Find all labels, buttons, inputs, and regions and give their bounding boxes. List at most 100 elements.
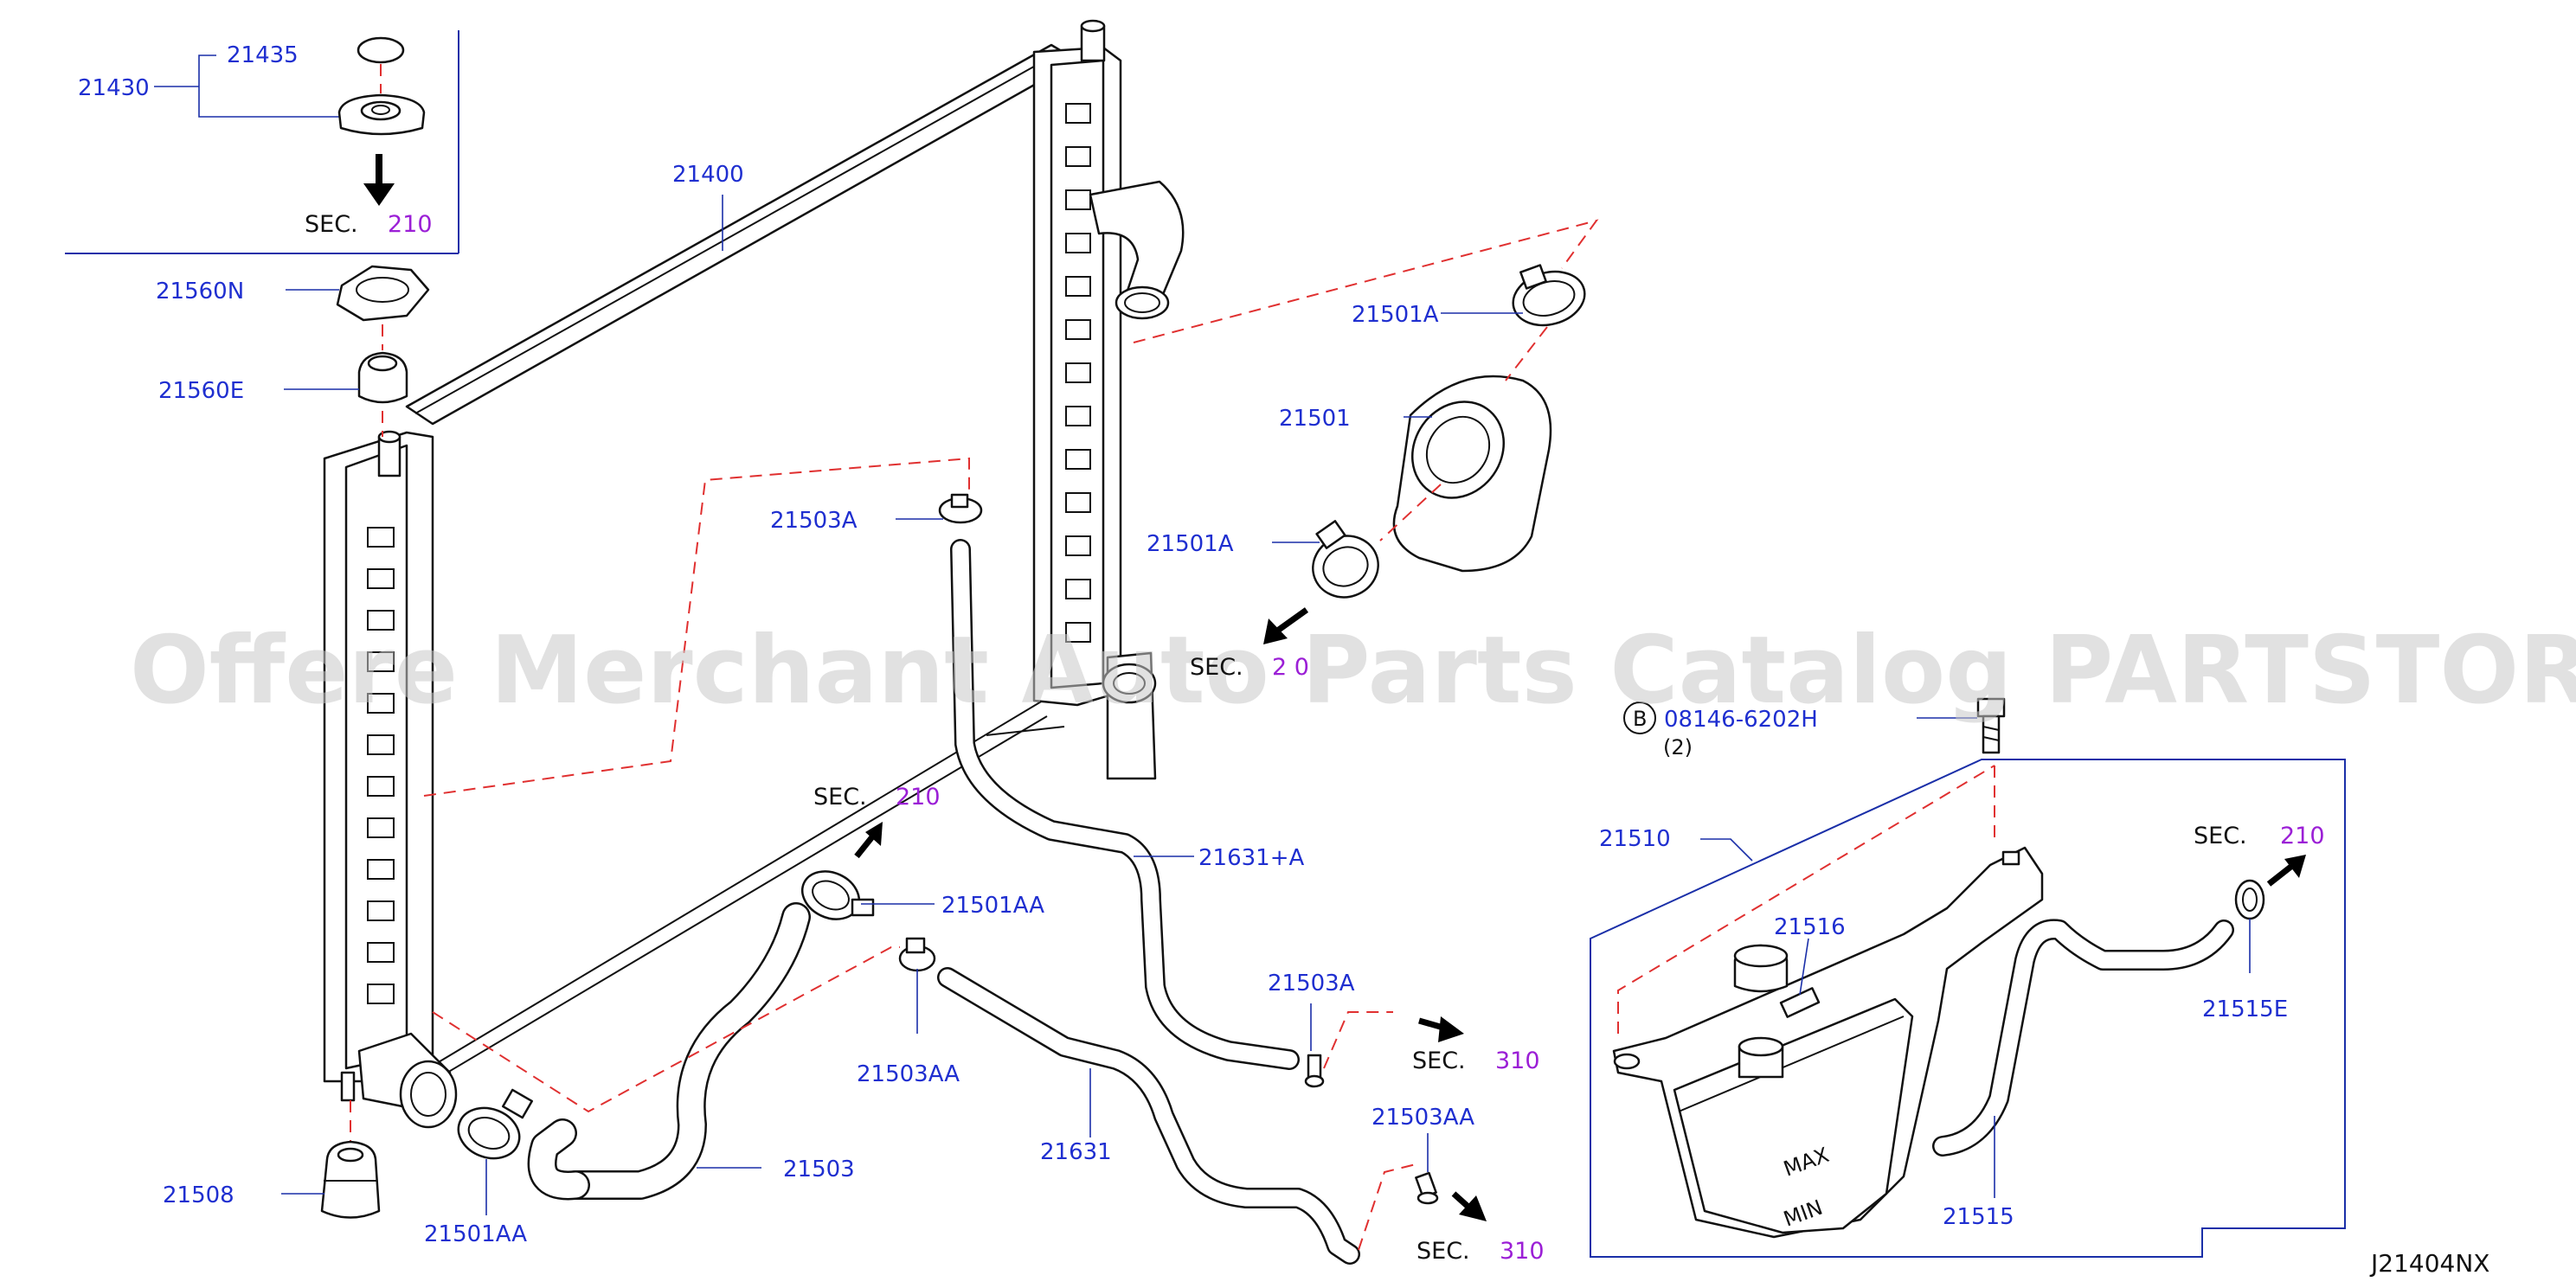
part-label-21435[interactable]: 21435 <box>227 42 299 68</box>
dashed-guides <box>423 219 1995 1251</box>
radiator-fin-slot <box>367 984 395 1004</box>
clamp-21501A-mid <box>1312 520 1379 599</box>
section-label: SEC. <box>813 784 867 811</box>
part-label-21510[interactable]: 21510 <box>1599 826 1671 852</box>
cap-21560E <box>357 351 408 404</box>
part-label-21503A-top[interactable]: 21503A <box>770 508 858 534</box>
radiator-fin-slot <box>1065 233 1091 253</box>
part-label-21508[interactable]: 21508 <box>163 1182 234 1208</box>
radiator-fin-slot <box>1065 146 1091 167</box>
radiator-fin-slot <box>1065 492 1091 513</box>
radiator-fin-slot <box>1065 189 1091 210</box>
radiator-fin-slot <box>367 610 395 631</box>
part-label-21400[interactable]: 21400 <box>672 162 744 188</box>
clamp-21503AA-low <box>1415 1171 1439 1205</box>
section-number-210[interactable]: 2 0 <box>1272 654 1309 681</box>
part-label-21501AA-low[interactable]: 21501AA <box>424 1221 527 1247</box>
part-label-21503[interactable]: 21503 <box>783 1157 855 1182</box>
arrow-up-right-icon <box>2266 855 2306 887</box>
arrow-right-icon <box>1451 1191 1487 1221</box>
radiator-fin-slot <box>367 859 395 880</box>
bolt-part-number[interactable]: 08146-6202H <box>1664 707 1818 733</box>
radiator-fin-slot <box>1065 319 1091 340</box>
radiator-fin-slot <box>367 734 395 755</box>
hose-21631A <box>950 539 1300 1070</box>
radiator-fin-slot <box>367 942 395 963</box>
part-label-21501[interactable]: 21501 <box>1279 406 1351 432</box>
lower-hose-21503 <box>527 902 811 1201</box>
radiator-fin-slot <box>367 900 395 921</box>
radiator-fin-slot <box>1065 579 1091 599</box>
hose-21631 <box>937 967 1360 1265</box>
part-label-21430[interactable]: 21430 <box>78 75 150 101</box>
radiator-fin-slot <box>367 817 395 838</box>
section-number-210[interactable]: 210 <box>896 784 941 811</box>
radiator-cap-21430 <box>337 93 426 136</box>
clamp-21503A-low <box>1304 1054 1325 1088</box>
upper-outlet-pipe <box>1089 180 1185 320</box>
radiator-cap-inset <box>65 30 459 254</box>
lower-left-outlet <box>357 1032 458 1129</box>
arrow-down-icon <box>363 154 395 206</box>
section-label: SEC. <box>1416 1238 1470 1265</box>
arrow-right-icon <box>1418 1016 1464 1042</box>
reservoir-cap-21516 <box>1733 944 1789 993</box>
radiator-fin-slot <box>1065 449 1091 470</box>
radiator-fins-left <box>367 527 395 1004</box>
radiator-fin-slot <box>367 568 395 589</box>
cap-21560N <box>336 265 430 322</box>
bolt-badge-letter: B <box>1633 707 1647 731</box>
upper-hose-21501 <box>1392 375 1552 573</box>
bolt-icon <box>1976 697 2006 754</box>
section-label: SEC. <box>2194 823 2247 849</box>
section-number-310[interactable]: 310 <box>1500 1238 1545 1265</box>
radiator-fins-right <box>1065 103 1091 643</box>
part-label-21501A-top[interactable]: 21501A <box>1352 302 1439 328</box>
part-label-21515[interactable]: 21515 <box>1943 1204 2014 1230</box>
part-label-21631[interactable]: 21631 <box>1040 1139 1112 1165</box>
part-label-21516[interactable]: 21516 <box>1774 914 1846 940</box>
radiator-fin-slot <box>1065 622 1091 643</box>
radiator-fin-slot <box>1065 535 1091 556</box>
part-label-21501AA-mid[interactable]: 21501AA <box>941 893 1044 919</box>
radiator-fin-slot <box>367 776 395 797</box>
reservoir-hose-21515 <box>1932 919 2234 1157</box>
clamp-21503AA-mid <box>898 937 936 972</box>
radiator-fin-slot <box>1065 406 1091 426</box>
reservoir-inset <box>1590 759 2346 1258</box>
radiator-fin-slot <box>1065 362 1091 383</box>
part-label-21501A-mid[interactable]: 21501A <box>1147 531 1234 557</box>
radiator-fin-slot <box>367 693 395 714</box>
section-number-310[interactable]: 310 <box>1495 1048 1540 1074</box>
section-label: SEC. <box>1412 1048 1466 1074</box>
arrow-sw-icon <box>1263 607 1309 644</box>
part-label-21503AA-mid[interactable]: 21503AA <box>857 1061 960 1087</box>
clamp-21501AA-low <box>457 1088 534 1160</box>
leader-lines <box>281 195 2251 1215</box>
part-label-21503AA-low[interactable]: 21503AA <box>1372 1105 1474 1131</box>
radiator-21400 <box>323 19 1122 1102</box>
section-number-210[interactable]: 210 <box>388 211 433 238</box>
radiator-fin-slot <box>367 651 395 672</box>
part-label-21515E[interactable]: 21515E <box>2202 996 2288 1022</box>
arrow-up-right-icon <box>854 822 883 859</box>
clamp-21503A-top <box>938 493 983 524</box>
lower-right-outlet <box>986 651 1157 780</box>
section-label: SEC. <box>1190 654 1243 681</box>
clamp-21501AA-mid <box>801 870 875 920</box>
bolt-quantity: (2) <box>1663 735 1693 759</box>
section-label: SEC. <box>305 211 358 238</box>
section-number-210[interactable]: 210 <box>2280 823 2325 849</box>
clamp-21501A-top <box>1512 264 1586 327</box>
part-label-21631A[interactable]: 21631+A <box>1198 845 1304 871</box>
radiator-fin-slot <box>367 527 395 548</box>
badge-b-icon <box>1623 702 1656 734</box>
part-label-21503A-low[interactable]: 21503A <box>1268 971 1355 996</box>
drain-plug-21508 <box>320 1140 381 1219</box>
reservoir-tank-21510 <box>1612 846 2044 1239</box>
part-label-21560N[interactable]: 21560N <box>156 279 244 304</box>
part-label-21560E[interactable]: 21560E <box>158 378 244 404</box>
diagram-reference: J21404NX <box>2369 1249 2489 1278</box>
cap-seal-21435 <box>357 36 405 64</box>
